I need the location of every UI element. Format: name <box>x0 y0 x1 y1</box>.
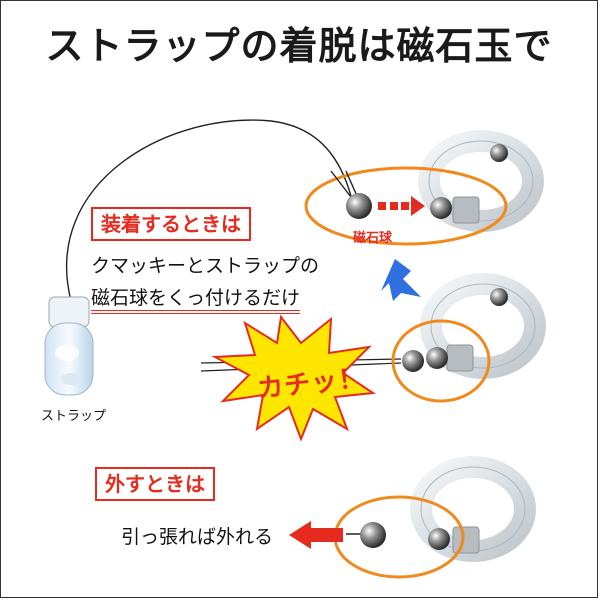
strap-label: ストラップ <box>41 409 107 424</box>
ring-bottom-icon <box>410 456 536 562</box>
attach-description-line1: クマッキーとストラップの <box>91 255 320 277</box>
strap-icon <box>44 296 94 396</box>
attach-description-line2-wrap: 磁石球をくっ付けるだけ <box>91 283 301 314</box>
blue-down-arrow <box>381 259 421 301</box>
page-title: ストラップの着脱は磁石玉で <box>45 24 553 68</box>
red-dashed-arrow <box>378 196 425 216</box>
magnet-ball-label: 磁石球 <box>353 231 393 246</box>
remove-heading: 外すときは <box>95 467 215 501</box>
highlight-oval-middle <box>391 319 491 403</box>
red-left-arrow <box>289 521 343 549</box>
click-starburst <box>211 314 376 442</box>
attach-description-line2: 磁石球をくっ付けるだけ <box>91 287 301 314</box>
strap-string <box>65 119 352 302</box>
ring-middle-icon <box>402 273 546 379</box>
highlight-oval-top <box>304 166 508 246</box>
remove-description: 引っ張れば外れる <box>121 526 274 548</box>
strap-magnet-ball <box>346 193 372 219</box>
attach-heading: 装着するときは <box>91 207 251 241</box>
ring-top-icon <box>418 130 544 232</box>
pulled-magnet-ball <box>360 522 386 548</box>
